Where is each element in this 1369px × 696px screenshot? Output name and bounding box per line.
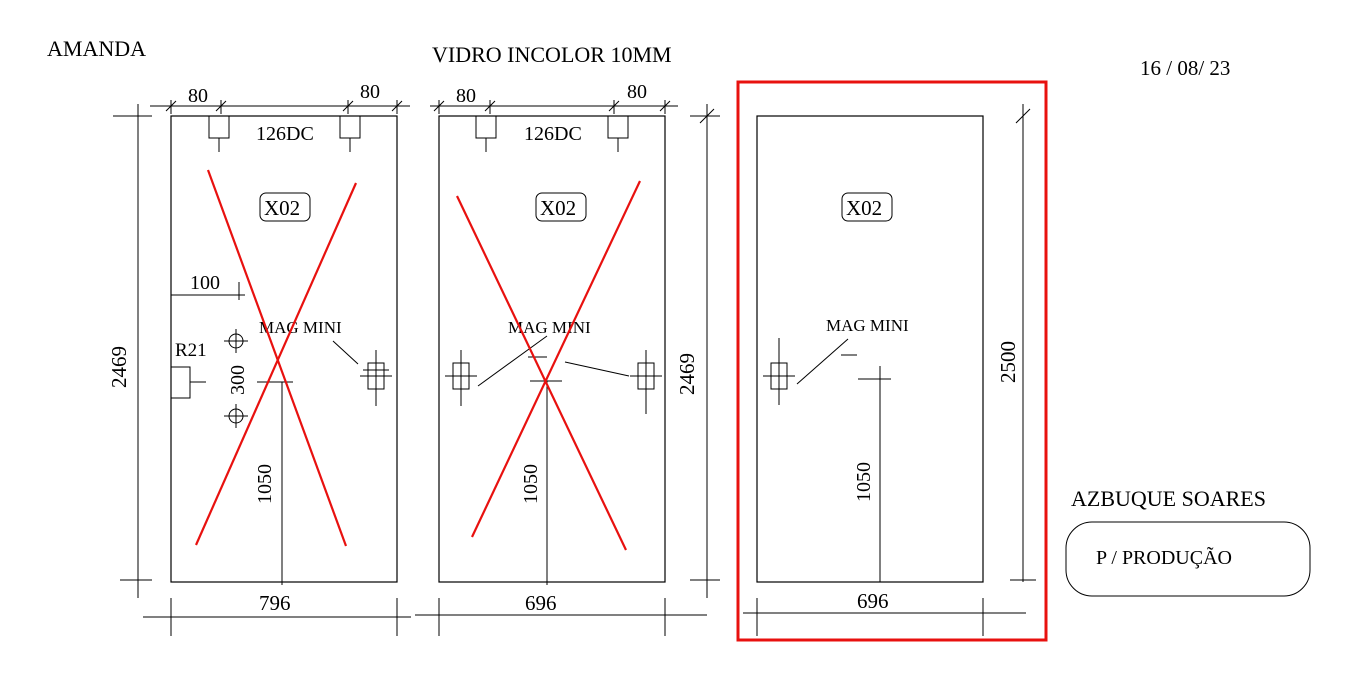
panel-2: 80 80 126DC X02 MAG MINI 1050 2469 696 [415, 81, 720, 636]
panel-2-notch-left-dim: 80 [456, 85, 476, 107]
panel-1-height-dim: 2469 [107, 346, 131, 388]
panel-1-fitting-right [339, 115, 361, 139]
panel-2-lock-height-dim: 1050 [520, 464, 542, 504]
panel-1-code-box [259, 192, 311, 222]
panel-1-code: X02 [264, 196, 300, 220]
panel-1-fitting-left [208, 115, 230, 139]
address-note: AZBUQUE SOARES [1071, 486, 1266, 511]
panel-3-lock-label: MAG MINI [826, 316, 909, 335]
panel-1: 80 80 126DC X02 100 R21 300 1050 MAG MIN… [107, 81, 411, 636]
glass-spec: VIDRO INCOLOR 10MM [432, 42, 672, 67]
panel-1-lock-height-dim: 1050 [254, 464, 276, 504]
panel-2-notch-right-dim: 80 [627, 81, 647, 103]
panel-2-outline [438, 115, 666, 583]
drawing-date: 16 / 08/ 23 [1140, 56, 1230, 80]
panel-3-width-dim: 696 [857, 589, 889, 613]
panel-2-fitting-right [607, 115, 629, 139]
panel-3-highlight-box [736, 80, 1048, 642]
panel-1-cancel-stroke-a [206, 169, 348, 547]
panel-1-offset-dim: 100 [190, 272, 220, 294]
panel-1-lock-label: MAG MINI [259, 318, 342, 337]
panel-2-code: X02 [540, 196, 576, 220]
client-name: AMANDA [47, 36, 146, 61]
panel-2-fitting-label: 126DC [524, 123, 582, 145]
destination-box [1065, 521, 1311, 597]
panel-3: X02 MAG MINI 1050 2500 696 [736, 80, 1048, 642]
panel-2-lock-label: MAG MINI [508, 318, 591, 337]
panel-2-cancel-stroke-b [471, 180, 641, 538]
panel-2-width-dim: 696 [525, 591, 557, 615]
panel-3-outline [756, 115, 984, 583]
panel-1-spacing-dim: 300 [227, 365, 249, 395]
panel-1-notch-left-dim: 80 [188, 85, 208, 107]
panel-3-code: X02 [846, 196, 882, 220]
panel-1-radius-label: R21 [175, 340, 207, 361]
panel-2-code-box [535, 192, 587, 222]
destination-label: P / PRODUÇÃO [1096, 545, 1232, 569]
panel-3-lock-height-dim: 1050 [853, 462, 875, 502]
panel-3-height-dim: 2500 [996, 341, 1020, 383]
panel-1-cancel-stroke-b [194, 182, 358, 546]
panel-1-fitting-label: 126DC [256, 123, 314, 145]
panel-2-cancel-stroke-a [456, 195, 627, 551]
panel-1-outline [170, 115, 398, 583]
panel-2-fitting-left [475, 115, 497, 139]
panel-2-height-dim: 2469 [675, 353, 699, 395]
panel-1-width-dim: 796 [259, 591, 291, 615]
panel-1-notch-right-dim: 80 [360, 81, 380, 103]
panel-3-code-box [841, 192, 893, 222]
